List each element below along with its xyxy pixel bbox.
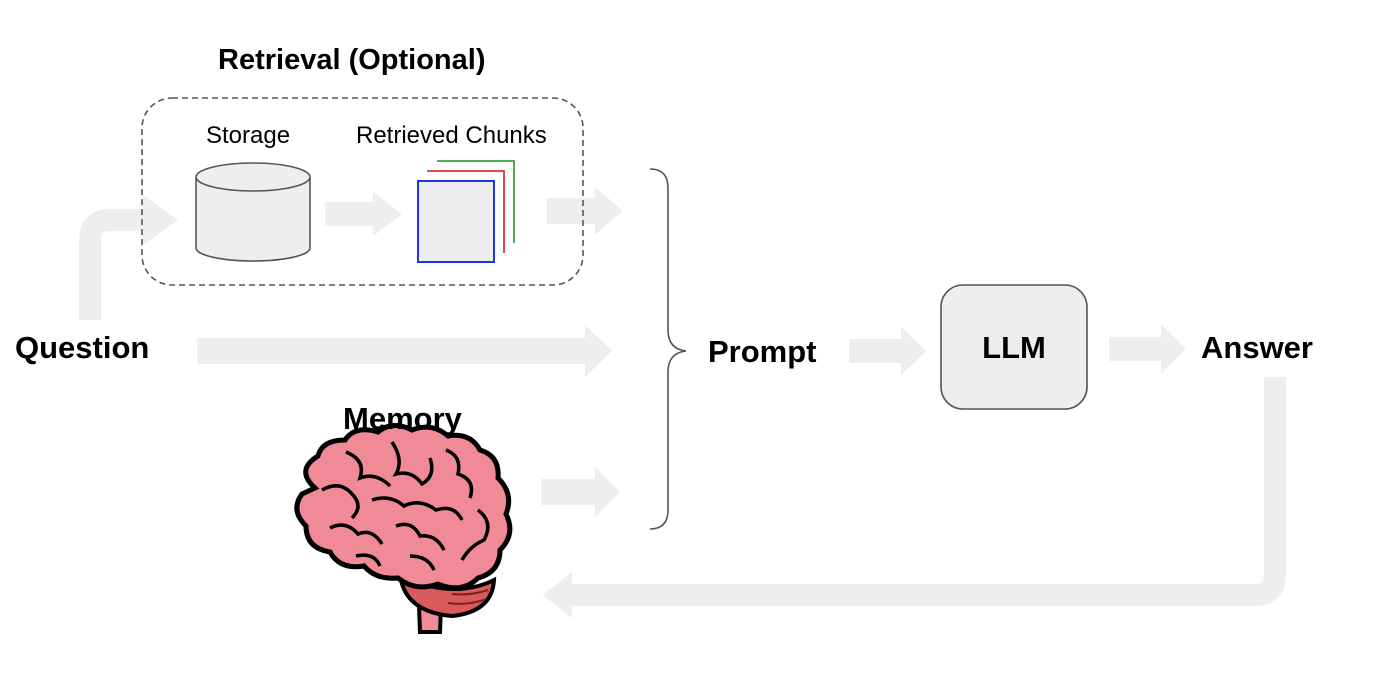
arrow-storage-to-chunks-head <box>373 192 402 236</box>
arrow-storage-to-chunks <box>325 202 375 226</box>
arrow-chunks-to-prompt-head <box>595 187 623 235</box>
arrow-prompt-to-llm <box>849 339 903 363</box>
prompt-label: Prompt <box>708 334 817 369</box>
arrow-question-to-prompt <box>197 338 587 364</box>
prompt-brace <box>649 168 687 530</box>
storage-label: Storage <box>206 122 291 149</box>
arrow-llm-to-answer <box>1109 337 1163 361</box>
arrow-question-to-storage-head <box>143 195 178 245</box>
answer-label: Answer <box>1201 330 1313 365</box>
flow-arrows <box>79 187 1286 618</box>
arrow-memory-to-prompt <box>541 479 597 505</box>
llm-label: LLM <box>982 330 1046 365</box>
retrieved-chunks-icon <box>417 160 515 263</box>
arrow-answer-to-memory-head <box>543 572 572 618</box>
retrieved-chunks-label: Retrieved Chunks <box>356 122 547 149</box>
arrow-question-to-prompt-head <box>585 325 612 377</box>
storage-cylinder-icon <box>195 162 311 262</box>
arrow-answer-to-memory <box>570 377 1286 606</box>
llm-box <box>940 284 1088 410</box>
arrow-prompt-to-llm-head <box>901 327 926 375</box>
arrow-chunks-to-prompt <box>547 198 597 224</box>
arrow-question-to-storage <box>79 209 145 320</box>
brain-icon <box>294 423 513 634</box>
memory-label: Memory <box>343 401 462 436</box>
retrieval-group-box <box>141 97 584 286</box>
question-label: Question <box>15 330 150 365</box>
arrow-memory-to-prompt-head <box>595 467 620 517</box>
retrieval-title: Retrieval (Optional) <box>218 44 486 76</box>
arrow-llm-to-answer-head <box>1161 324 1186 374</box>
